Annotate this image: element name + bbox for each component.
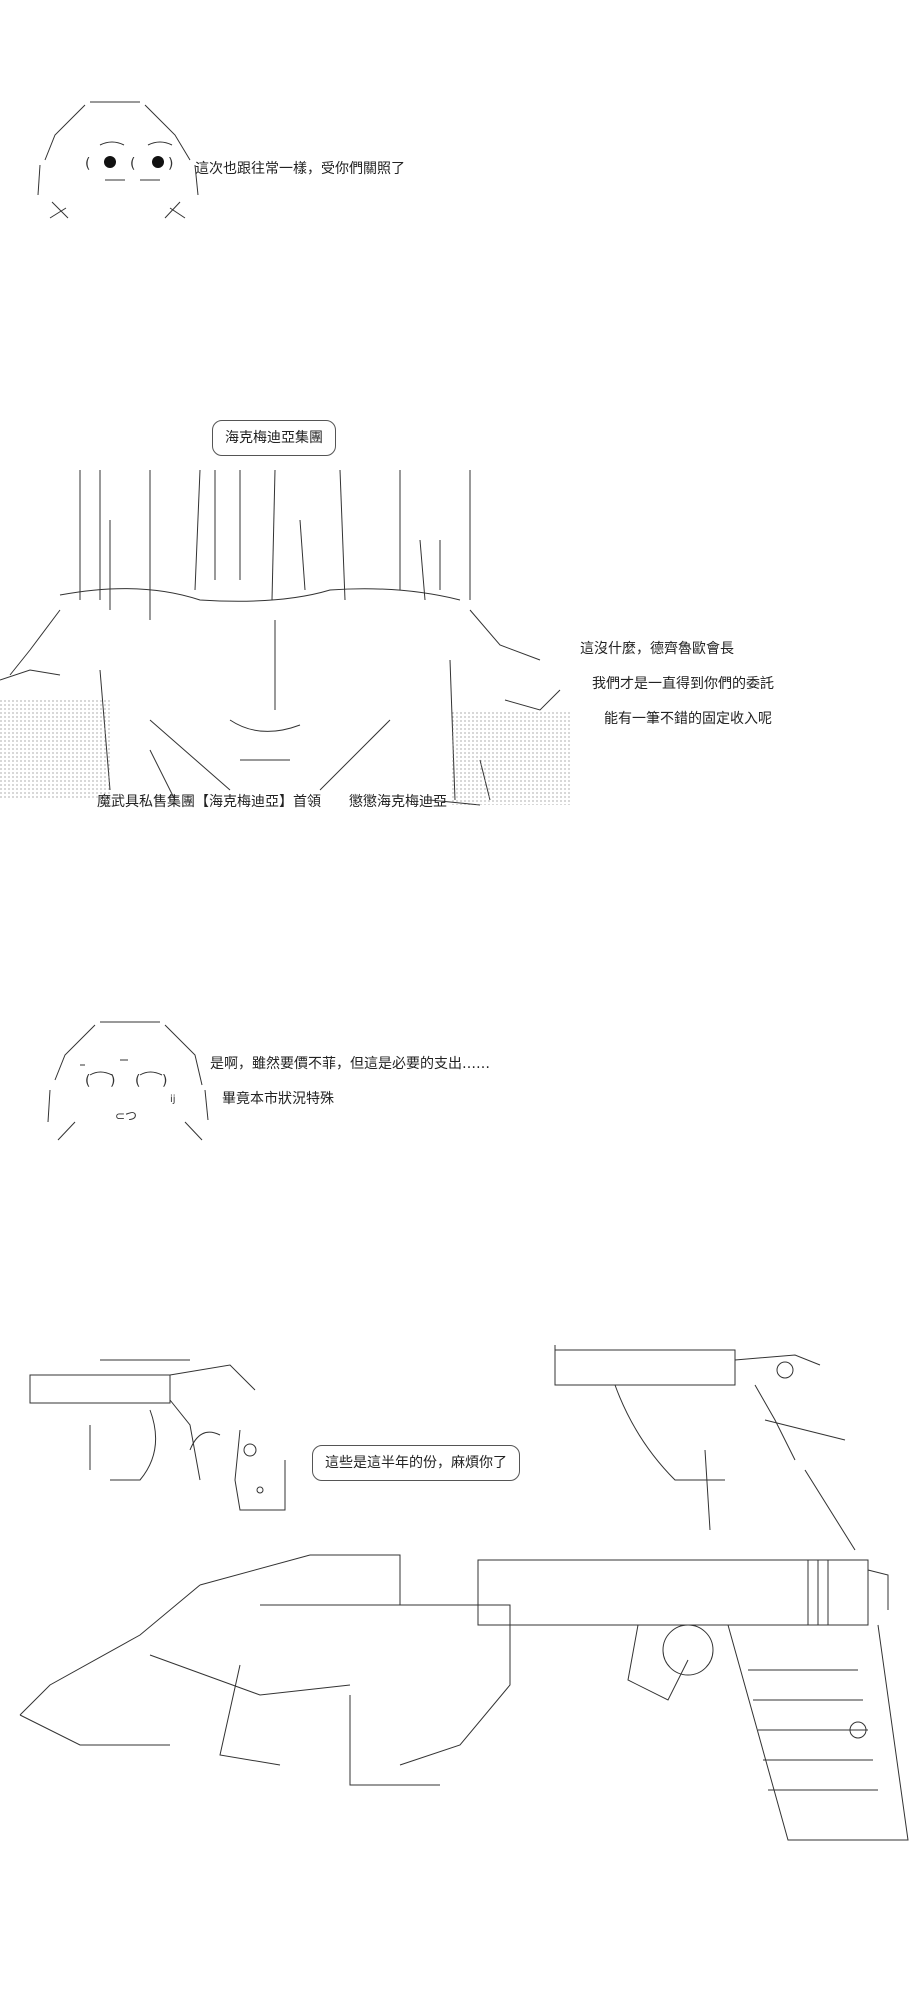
- panel-3: ( ) ( ) ⊂つ ij 是啊，雖然要價不菲，但這是必要的支出…… 畢竟本市狀…: [0, 1000, 911, 1200]
- panel-2: 海克梅迪亞集團: [0, 400, 911, 850]
- long-haired-character-art: [0, 460, 570, 820]
- svg-text:): ): [168, 156, 173, 172]
- character-caption: 魔武具私售集團【海克梅迪亞】首領 懲懲海克梅迪亞: [97, 794, 447, 810]
- revolver-art: [30, 1340, 290, 1540]
- flask-art: [225, 1420, 305, 1520]
- heavy-weapon-art: [20, 1545, 510, 1795]
- svg-text:): ): [110, 1073, 115, 1089]
- dialogue-line: 畢竟本市狀況特殊: [222, 1091, 334, 1107]
- panel-4: 這些是這半年的份，麻煩你了: [0, 1320, 911, 1880]
- svg-text:⊂つ: ⊂つ: [115, 1109, 137, 1123]
- speech-bubble: 這些是這半年的份，麻煩你了: [312, 1445, 520, 1481]
- round-face-character-art: ( ) ( ) ⊂つ ij: [30, 1010, 230, 1160]
- svg-text:): ): [162, 1073, 167, 1089]
- round-face-character-art: ( ) (: [30, 90, 230, 230]
- dialogue-line: 是啊，雖然要價不菲，但這是必要的支出……: [210, 1056, 490, 1072]
- svg-text:(: (: [85, 156, 90, 172]
- pistol-art: [478, 1550, 898, 1850]
- svg-text:(: (: [85, 1073, 90, 1089]
- speech-bubble: 海克梅迪亞集團: [212, 420, 336, 456]
- dialogue-line: 這次也跟往常一樣，受你們關照了: [195, 161, 405, 177]
- svg-text:ij: ij: [170, 1094, 176, 1105]
- svg-text:(: (: [135, 1073, 140, 1089]
- panel-1: ( ) ( 這次也跟往常一樣，受你們關照了: [0, 0, 911, 300]
- dialogue-line: 能有一筆不錯的固定收入呢: [604, 711, 772, 727]
- svg-text:(: (: [130, 156, 135, 172]
- revolver-art: [555, 1330, 865, 1550]
- dialogue-line: 這沒什麼，德齊魯歐會長: [580, 641, 734, 657]
- dialogue-line: 我們才是一直得到你們的委託: [592, 676, 774, 692]
